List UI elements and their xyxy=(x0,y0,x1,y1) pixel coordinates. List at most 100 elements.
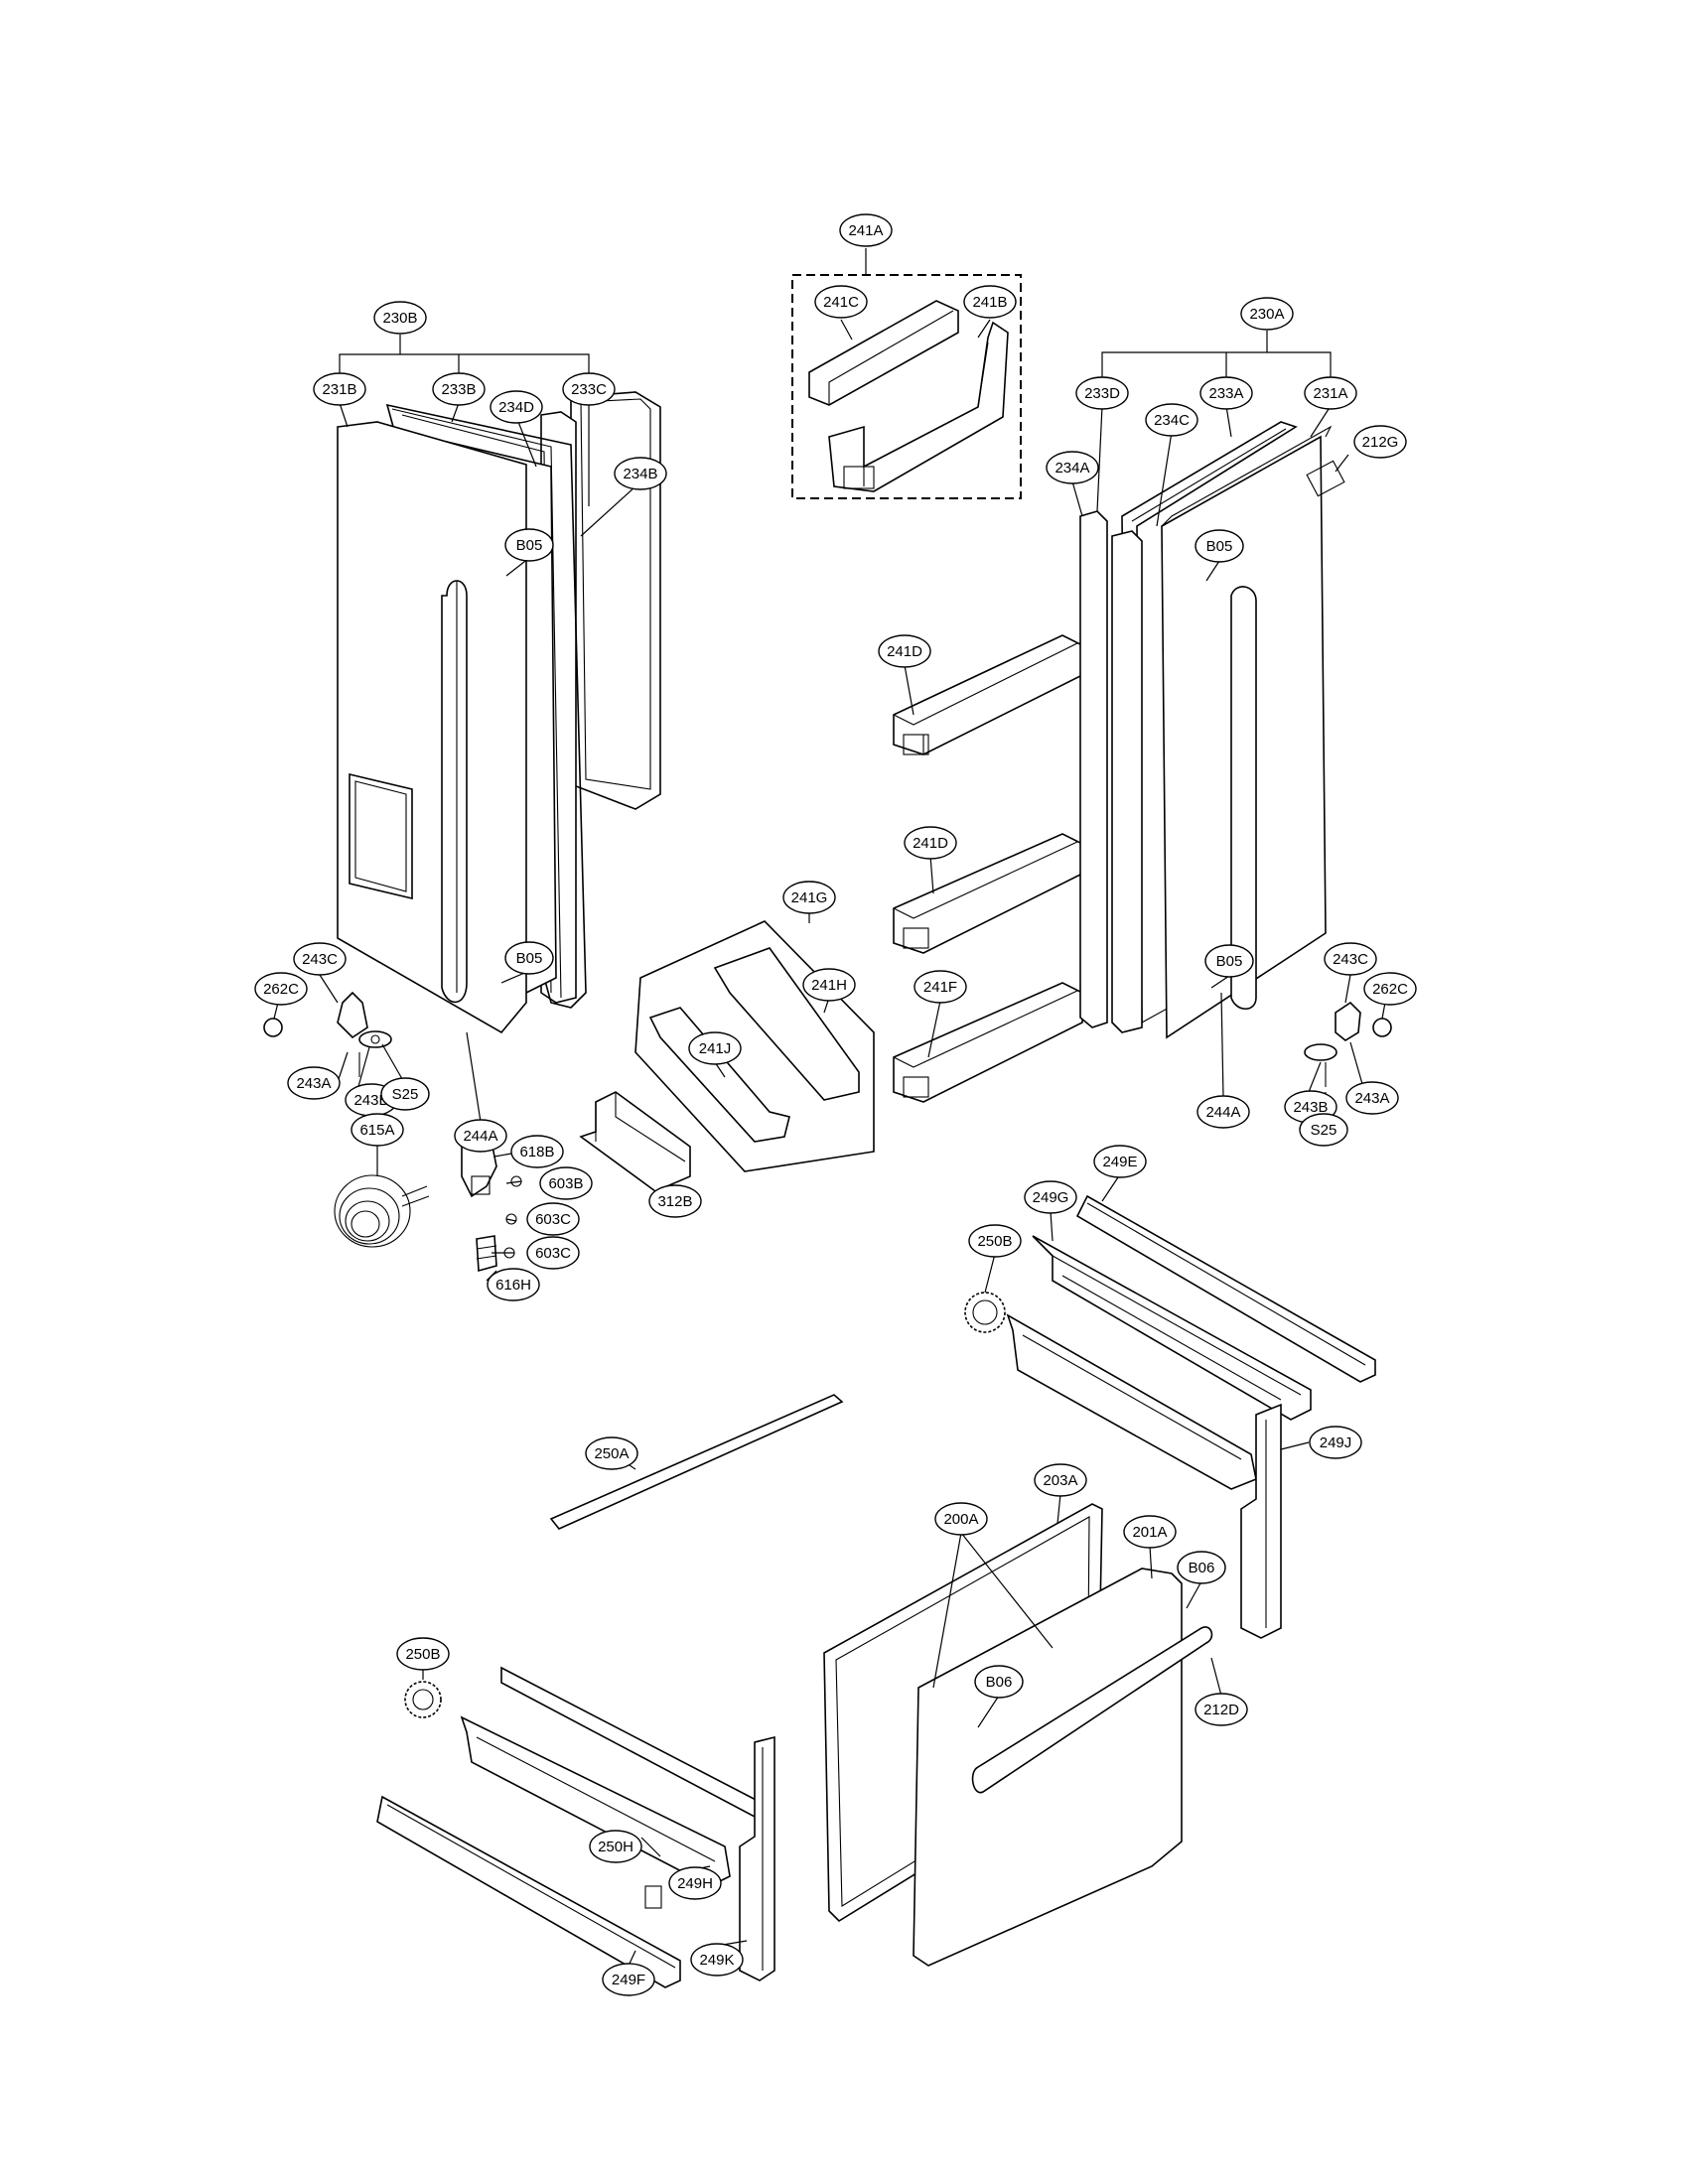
svg-text:249K: 249K xyxy=(699,1952,734,1969)
svg-text:234B: 234B xyxy=(623,466,657,482)
label-250B-1: 250B xyxy=(968,1224,1022,1258)
gear-250b-bottom xyxy=(404,1681,442,1718)
svg-text:243A: 243A xyxy=(1354,1090,1389,1107)
label-243A-L: 243A xyxy=(287,1066,341,1100)
label-234B: 234B xyxy=(614,457,667,490)
right-door-assembly xyxy=(1079,421,1345,1039)
label-241H: 241H xyxy=(802,968,856,1002)
label-203A: 203A xyxy=(1034,1463,1087,1497)
svg-text:B06: B06 xyxy=(986,1674,1013,1691)
svg-text:603C: 603C xyxy=(535,1245,571,1262)
label-603C-2: 603C xyxy=(526,1236,580,1270)
svg-text:241D: 241D xyxy=(913,835,948,852)
svg-text:231B: 231B xyxy=(322,381,356,398)
drawer-rails-right xyxy=(1006,1194,1376,1639)
label-B05-4: B05 xyxy=(1204,944,1254,978)
label-230A: 230A xyxy=(1240,297,1294,331)
svg-text:B05: B05 xyxy=(516,537,543,554)
label-243A-R: 243A xyxy=(1345,1081,1399,1115)
label-200A: 200A xyxy=(934,1502,988,1536)
label-212G: 212G xyxy=(1353,425,1407,459)
cover-312b xyxy=(579,1091,691,1192)
drawer-rails-left xyxy=(376,1666,775,1988)
svg-text:212G: 212G xyxy=(1362,434,1399,451)
label-244A-R: 244A xyxy=(1196,1095,1250,1129)
svg-text:249E: 249E xyxy=(1102,1154,1137,1170)
svg-text:249J: 249J xyxy=(1320,1434,1352,1451)
svg-text:250H: 250H xyxy=(598,1839,633,1855)
svg-text:241H: 241H xyxy=(811,977,847,994)
svg-text:233A: 233A xyxy=(1208,385,1243,402)
label-241D-2: 241D xyxy=(904,826,957,860)
callout-labels: 241A 241C 241B 230B 231B 233B 234D 233C … xyxy=(254,213,1417,1996)
svg-text:233C: 233C xyxy=(571,381,607,398)
svg-text:234C: 234C xyxy=(1154,412,1190,429)
svg-text:249F: 249F xyxy=(612,1972,645,1988)
svg-text:243B: 243B xyxy=(353,1092,388,1109)
svg-text:231A: 231A xyxy=(1313,385,1347,402)
label-250A: 250A xyxy=(585,1436,638,1470)
label-243C-R: 243C xyxy=(1324,942,1377,976)
svg-text:233D: 233D xyxy=(1084,385,1120,402)
svg-text:616H: 616H xyxy=(495,1277,531,1294)
svg-text:241A: 241A xyxy=(848,222,883,239)
label-S25-R: S25 xyxy=(1299,1113,1348,1147)
svg-text:B05: B05 xyxy=(1206,538,1233,555)
svg-text:S25: S25 xyxy=(392,1086,419,1103)
svg-text:603C: 603C xyxy=(535,1211,571,1228)
svg-text:B05: B05 xyxy=(516,950,543,967)
label-233B: 233B xyxy=(432,372,486,406)
svg-text:603B: 603B xyxy=(548,1175,583,1192)
svg-text:200A: 200A xyxy=(943,1511,978,1528)
svg-text:241G: 241G xyxy=(791,889,828,906)
label-241D-1: 241D xyxy=(878,634,931,668)
bar-250a xyxy=(549,1394,844,1530)
svg-text:243C: 243C xyxy=(302,951,338,968)
label-241G: 241G xyxy=(782,881,836,914)
svg-text:212D: 212D xyxy=(1203,1702,1239,1718)
label-B05-1: B05 xyxy=(504,528,554,562)
label-243C-L: 243C xyxy=(293,942,347,976)
label-S25-L: S25 xyxy=(380,1077,430,1111)
label-233D: 233D xyxy=(1075,376,1129,410)
label-231A: 231A xyxy=(1304,376,1357,410)
svg-text:241D: 241D xyxy=(887,643,922,660)
label-233A: 233A xyxy=(1199,376,1253,410)
svg-text:250B: 250B xyxy=(977,1233,1012,1250)
svg-text:312B: 312B xyxy=(657,1193,692,1210)
label-249H: 249H xyxy=(668,1866,722,1900)
svg-text:203A: 203A xyxy=(1043,1472,1077,1489)
label-241B: 241B xyxy=(963,285,1017,319)
svg-text:241F: 241F xyxy=(923,979,957,996)
label-603B: 603B xyxy=(539,1166,593,1200)
svg-text:615A: 615A xyxy=(359,1122,394,1139)
svg-text:241C: 241C xyxy=(823,294,859,311)
svg-text:250A: 250A xyxy=(594,1445,629,1462)
svg-text:244A: 244A xyxy=(463,1128,497,1145)
label-234C: 234C xyxy=(1145,403,1198,437)
bin-assembly-241a xyxy=(791,274,1022,499)
clips-603 xyxy=(503,1175,522,1259)
water-tube-coil-615a xyxy=(334,1174,430,1248)
svg-text:241J: 241J xyxy=(699,1040,732,1057)
label-249J: 249J xyxy=(1309,1426,1362,1459)
label-262C-L: 262C xyxy=(254,972,308,1006)
svg-text:234D: 234D xyxy=(498,399,534,416)
svg-text:618B: 618B xyxy=(519,1144,554,1160)
label-233C: 233C xyxy=(562,372,616,406)
svg-text:249G: 249G xyxy=(1033,1189,1069,1206)
label-249G: 249G xyxy=(1024,1180,1077,1214)
label-618B: 618B xyxy=(510,1135,564,1168)
label-616H: 616H xyxy=(487,1268,540,1301)
svg-text:244A: 244A xyxy=(1205,1104,1240,1121)
svg-text:250B: 250B xyxy=(405,1646,440,1663)
svg-text:262C: 262C xyxy=(1372,981,1408,998)
label-250H: 250H xyxy=(589,1830,642,1863)
label-B05-2: B05 xyxy=(504,941,554,975)
label-241F: 241F xyxy=(914,970,967,1004)
label-250B-2: 250B xyxy=(396,1637,450,1671)
svg-text:241B: 241B xyxy=(972,294,1007,311)
label-241C: 241C xyxy=(814,285,868,319)
label-241J: 241J xyxy=(688,1031,742,1065)
